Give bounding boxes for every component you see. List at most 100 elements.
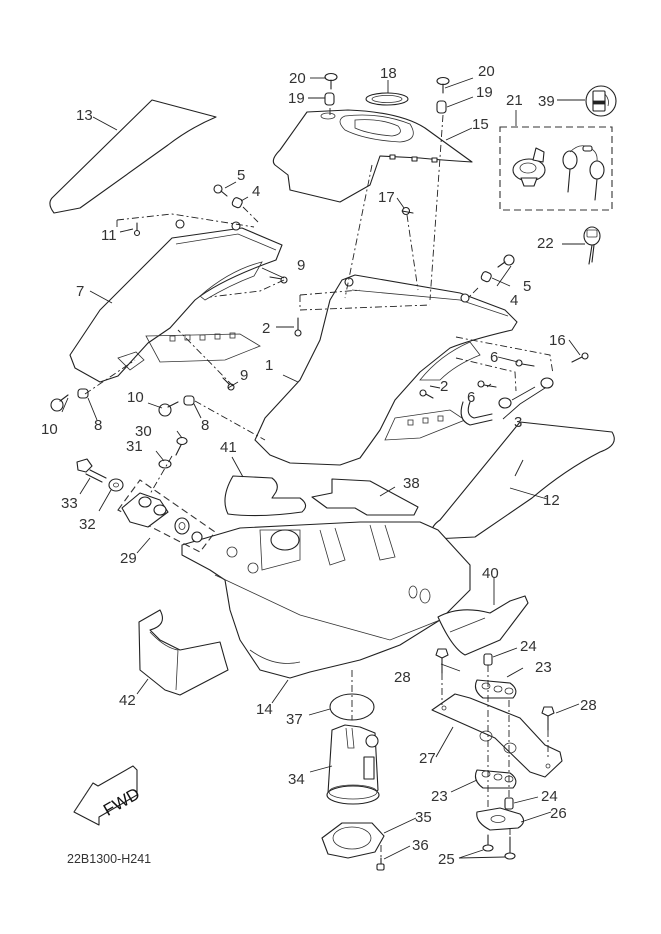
callout-20-right: 20 [478, 63, 495, 80]
part-24-collar-upper[interactable] [483, 653, 493, 666]
callout-34: 34 [288, 771, 305, 788]
part-8-collar-right[interactable] [183, 395, 195, 406]
callout-6-lower: 6 [467, 389, 475, 406]
part-18-ring[interactable] [365, 92, 409, 106]
part-30-screw[interactable] [175, 436, 188, 456]
part-8-collar-left[interactable] [77, 388, 89, 399]
part-25-screw-left[interactable] [482, 834, 494, 852]
assembly-lines [84, 108, 554, 858]
callout-42: 42 [119, 692, 136, 709]
callout-41: 41 [220, 439, 237, 456]
callout-27: 27 [419, 750, 436, 767]
part-20-bolt-left[interactable] [324, 72, 338, 90]
callout-2-right: 2 [440, 378, 448, 395]
part-15-top-panel[interactable] [272, 109, 473, 203]
callout-21: 21 [506, 92, 523, 109]
part-9-screw-upper[interactable] [269, 276, 288, 284]
part-25-screw-right[interactable] [504, 836, 516, 860]
part-24-collar-lower[interactable] [504, 797, 514, 810]
callout-8-right: 8 [201, 417, 209, 434]
part-40-heat-shield[interactable] [437, 595, 529, 656]
part-2-screw-right[interactable] [419, 389, 434, 399]
part-19-collar-right[interactable] [436, 100, 447, 114]
callout-5-left: 5 [237, 167, 245, 184]
part-1-right-cover[interactable] [254, 274, 518, 466]
part-19-collar-left[interactable] [324, 92, 335, 106]
part-23-grommet-lower[interactable] [474, 769, 517, 789]
callout-leaders [61, 77, 585, 860]
callout-17: 17 [378, 189, 395, 206]
part-31-nut[interactable] [158, 459, 172, 469]
callout-23-upper: 23 [535, 659, 552, 676]
part-11-screw[interactable] [133, 222, 141, 237]
callout-19-left: 19 [288, 90, 305, 107]
part-10-bolt-right[interactable] [158, 401, 179, 417]
part-7-left-cover[interactable] [69, 219, 283, 383]
part-36-screw[interactable] [376, 857, 385, 871]
callout-23-lower: 23 [431, 788, 448, 805]
part-5-bolt-right[interactable] [497, 254, 515, 268]
part-35-plate[interactable] [321, 822, 385, 859]
callout-39: 39 [538, 93, 555, 110]
callout-2-left: 2 [262, 320, 270, 337]
part-21-lock-set[interactable] [499, 126, 613, 211]
callout-19-right: 19 [476, 84, 493, 101]
callout-29: 29 [120, 550, 137, 567]
callout-7: 7 [76, 283, 84, 300]
callout-10-left: 10 [41, 421, 58, 438]
callout-11: 11 [101, 227, 117, 244]
part-27-bracket[interactable] [431, 693, 563, 778]
part-39-fuel-label[interactable] [585, 85, 617, 117]
callout-3: 3 [514, 414, 522, 431]
callout-32: 32 [79, 516, 96, 533]
callout-28-left: 28 [394, 669, 411, 686]
part-13-side-cover[interactable] [49, 99, 217, 214]
part-4-collar-right[interactable] [480, 271, 492, 283]
part-23-grommet-upper[interactable] [474, 679, 517, 699]
callout-1: 1 [265, 357, 273, 374]
part-22-key[interactable] [583, 226, 601, 265]
callout-35: 35 [415, 809, 432, 826]
callout-18: 18 [380, 65, 397, 82]
callout-24-lower: 24 [541, 788, 558, 805]
part-33-bolt[interactable] [76, 458, 107, 483]
fwd-direction-arrow: FWD [73, 765, 143, 826]
callout-12: 12 [543, 492, 560, 509]
part-2-screw-left[interactable] [294, 317, 302, 337]
callout-4-left: 4 [252, 183, 260, 200]
part-34-fuel-pump[interactable] [326, 724, 380, 805]
callout-5-right: 5 [523, 278, 531, 295]
part-17-clip[interactable] [401, 206, 414, 216]
callout-25: 25 [438, 851, 455, 868]
part-28-bolt-right[interactable] [541, 706, 555, 731]
part-14-fuel-tank[interactable] [181, 521, 471, 679]
part-20-bolt-right[interactable] [436, 76, 450, 94]
part-29-mount-bracket[interactable] [117, 479, 216, 553]
callout-36: 36 [412, 837, 429, 854]
part-10-bolt-left[interactable] [50, 394, 69, 412]
diagram-code: 22B1300-H241 [67, 852, 151, 866]
part-5-bolt-upper-left[interactable] [213, 184, 228, 197]
part-42-heat-shield[interactable] [138, 609, 229, 696]
part-28-bolt-left[interactable] [435, 648, 449, 674]
part-26-plate[interactable] [476, 807, 525, 831]
callout-38: 38 [403, 475, 420, 492]
callout-31: 31 [126, 438, 143, 455]
part-6-screw-upper[interactable] [515, 359, 535, 367]
callout-20-left: 20 [289, 70, 306, 87]
part-32-washer[interactable] [108, 478, 124, 492]
callout-9-lower: 9 [240, 367, 248, 384]
callout-14: 14 [256, 701, 273, 718]
part-3-hose[interactable] [460, 377, 554, 426]
callout-13: 13 [76, 107, 93, 124]
part-38-pad[interactable] [311, 478, 419, 516]
part-16-pin[interactable] [571, 352, 589, 363]
callout-40: 40 [482, 565, 499, 582]
part-12-side-cover[interactable] [431, 421, 615, 540]
callout-33: 33 [61, 495, 78, 512]
callout-8-left: 8 [94, 417, 102, 434]
part-41-pad[interactable] [224, 475, 307, 517]
part-4-collar-upper-left[interactable] [231, 197, 243, 209]
part-6-screw-lower[interactable] [477, 380, 497, 388]
